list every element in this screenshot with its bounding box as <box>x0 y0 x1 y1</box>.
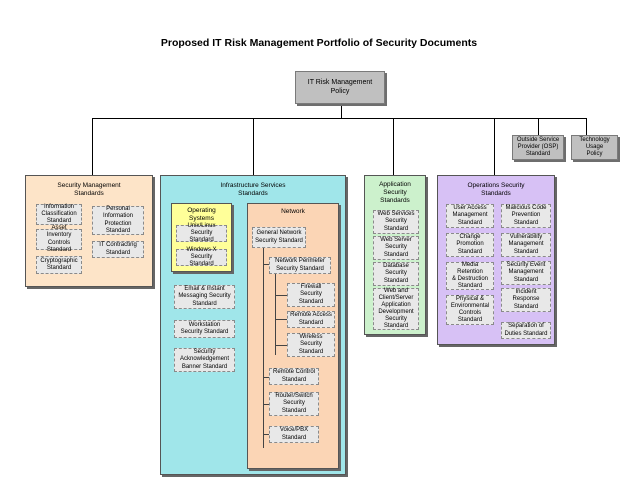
asset-inventory-standard: Asset Inventory Controls Standard <box>36 225 82 253</box>
windows-x-standard: Windows X Security Standard <box>176 246 227 268</box>
security-banner-standard: Security Acknowledgement Banner Standard <box>174 348 235 372</box>
network-trunk-line <box>263 248 264 448</box>
remote-access-standard: Remote Access Standard <box>287 311 335 328</box>
doc-label: IT Contracting Standard <box>99 242 137 256</box>
media-retention-standard: Media Retention & Destruction Standard <box>446 262 494 290</box>
operations-title: Operations Security Standards <box>467 182 525 197</box>
physical-environmental-standard: Physical & Environmental Controls Standa… <box>446 295 494 325</box>
incident-response-standard: Incident Response Standard <box>501 288 551 312</box>
doc-label: Security Acknowledgement Banner Standard <box>179 349 230 370</box>
personal-information-protection-standard: Personal Information Protection Standard <box>92 206 144 235</box>
separation-of-duties-standard: Separation of Duties Standard <box>501 322 551 339</box>
doc-label: Email & Instant Messaging Security Stand… <box>178 286 231 307</box>
doc-label: Physical & Environmental Controls Standa… <box>450 295 490 324</box>
connector-application <box>393 118 394 175</box>
doc-label: Malicious Code Prevention Standard <box>505 205 547 226</box>
branch-voice-line <box>263 434 269 435</box>
connector-security-management <box>92 118 93 175</box>
branch-perimeter-line <box>263 264 271 265</box>
cryptographic-standard: Cryptographic Standard <box>36 256 82 274</box>
top-bus-line <box>92 118 587 119</box>
doc-label: Database Security Standard <box>383 263 409 284</box>
wireless-standard: Wireless Security Standard <box>287 333 335 357</box>
doc-label: Windows X Security Standard <box>186 246 217 268</box>
security-management-title: Security Management Standards <box>57 182 121 197</box>
malicious-code-standard: Malicious Code Prevention Standard <box>501 204 551 228</box>
doc-label: Workstation Security Standard <box>180 321 229 335</box>
network-title: Network <box>281 208 305 215</box>
operations-panel: Operations Security Standards User Acces… <box>437 175 555 345</box>
doc-label: Media Retention & Destruction Standard <box>451 261 488 290</box>
doc-label: Remote Control Standard <box>272 369 316 383</box>
doc-label: Asset Inventory Controls Standard <box>46 225 72 253</box>
workstation-standard: Workstation Security Standard <box>174 320 235 338</box>
operating-systems-title: Operating Systems <box>187 207 216 222</box>
doc-label: Voice/PBX Standard <box>279 427 309 441</box>
doc-label: Separation of Duties Standard <box>504 323 548 337</box>
root-policy-box: IT Risk Management Policy <box>295 71 385 104</box>
connector-infrastructure <box>253 118 254 175</box>
doc-label: Security Event Management Standard <box>506 262 546 283</box>
branch-remote-access-line <box>275 319 287 320</box>
branch-wireless-line <box>275 345 287 346</box>
it-contracting-standard: IT Contracting Standard <box>92 241 144 258</box>
osp-standard-label: Outside Service Provider (OSP) Standard <box>516 136 560 158</box>
network-panel: Network General Network Security Standar… <box>247 203 339 469</box>
database-standard: Database Security Standard <box>373 262 419 286</box>
technology-usage-box: Technology Usage Policy <box>571 135 618 160</box>
firewall-standard: Firewall Security Standard <box>287 283 335 307</box>
unix-linux-standard: Unix/Linux Security Standard <box>176 222 227 244</box>
doc-label: Network Perimeter Security Standard <box>275 258 325 272</box>
information-classification-standard: Information Classification Standard <box>36 204 82 225</box>
connector-osp <box>538 118 539 135</box>
application-panel: Application Security Standards Web Servi… <box>364 175 426 335</box>
web-client-server-standard: Web and Client/Server Application Develo… <box>373 288 419 330</box>
doc-label: Router/Switch Security Standard <box>275 393 313 414</box>
doc-label: Web Services Security Standard <box>377 211 415 232</box>
vulnerability-management-standard: Vulnerability Management Standard <box>501 233 551 257</box>
doc-label: Web and Client/Server Application Develo… <box>378 287 414 330</box>
doc-label: General Network Security Standard <box>255 230 303 244</box>
voice-pbx-standard: Voice/PBX Standard <box>269 426 319 443</box>
branch-firewall-line <box>275 295 287 296</box>
technology-usage-label: Technology Usage Policy <box>579 136 610 158</box>
change-promotion-standard: Change Promotion Standard <box>446 233 494 257</box>
application-title: Application Security Standards <box>379 181 411 204</box>
email-messaging-standard: Email & Instant Messaging Security Stand… <box>174 285 235 309</box>
doc-label: Cryptographic Standard <box>40 257 78 271</box>
router-switch-standard: Router/Switch Security Standard <box>269 392 319 416</box>
doc-label: Firewall Security Standard <box>298 284 324 305</box>
security-management-panel: Security Management Standards Informatio… <box>25 175 153 287</box>
infrastructure-panel: Infrastructure Services Standards Operat… <box>160 175 346 475</box>
security-event-standard: Security Event Management Standard <box>501 261 551 285</box>
web-services-standard: Web Services Security Standard <box>373 210 419 234</box>
general-network-standard: General Network Security Standard <box>252 227 306 248</box>
osp-standard-box: Outside Service Provider (OSP) Standard <box>512 135 564 160</box>
doc-label: Wireless Security Standard <box>298 334 324 355</box>
doc-label: User Access Management Standard <box>452 205 488 226</box>
doc-label: Information Classification Standard <box>41 203 77 225</box>
branch-router-line <box>263 404 269 405</box>
doc-label: Incident Response Standard <box>512 289 540 310</box>
doc-label: Remote Access Standard <box>290 312 332 326</box>
doc-label: Unix/Linux Security Standard <box>187 222 216 244</box>
doc-label: Change Promotion Standard <box>456 234 484 255</box>
diagram-title: Proposed IT Risk Management Portfolio of… <box>160 37 478 49</box>
branch-remote-control-line <box>263 377 269 378</box>
perimeter-trunk-line <box>275 271 276 355</box>
doc-label: Web Server Security Standard <box>380 237 412 258</box>
root-connector <box>341 104 342 118</box>
remote-control-standard: Remote Control Standard <box>269 368 319 385</box>
operating-systems-panel: Operating Systems Unix/Linux Security St… <box>171 203 232 272</box>
infrastructure-title: Infrastructure Services Standards <box>220 182 286 197</box>
doc-label: Vulnerability Management Standard <box>508 234 544 255</box>
root-policy-label: IT Risk Management Policy <box>307 79 373 95</box>
connector-technology-usage <box>586 118 587 135</box>
doc-label: Personal Information Protection Standard <box>102 206 133 234</box>
network-perimeter-standard: Network Perimeter Security Standard <box>269 257 331 274</box>
web-server-standard: Web Server Security Standard <box>373 236 419 260</box>
user-access-standard: User Access Management Standard <box>446 204 494 228</box>
connector-operations <box>494 118 495 175</box>
